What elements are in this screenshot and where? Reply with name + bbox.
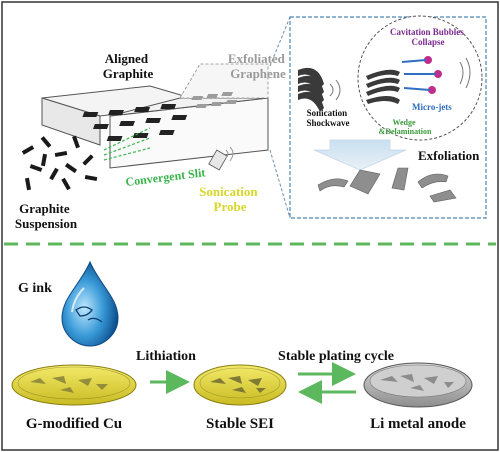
stable-sei-disc xyxy=(193,364,287,406)
graphite-suspension-label: Graphite Suspension xyxy=(15,201,78,231)
convergent-slit-label: Convergent Slit xyxy=(125,165,206,189)
graphite-suspension-flakes xyxy=(21,135,98,191)
sonication-shockwave-label: Sonication Shockwave xyxy=(306,108,349,128)
exfoliation-label: Exfoliation xyxy=(418,148,480,163)
g-modified-cu-disc xyxy=(11,364,137,406)
exfoliated-graphene-flakes xyxy=(191,92,238,108)
down-arrow xyxy=(313,139,407,171)
wave-arcs xyxy=(459,57,471,89)
aligned-graphite-label: Aligned Graphite xyxy=(103,51,154,81)
micro-jet-bursts xyxy=(401,56,442,94)
stable-plating-cycle-label: Stable plating cycle xyxy=(278,349,394,364)
wedge-label: Wedge &Delamination xyxy=(379,118,432,136)
cavitation-circle xyxy=(357,15,483,141)
graphite-stack-right xyxy=(366,69,400,104)
sonication-probe xyxy=(208,146,234,171)
li-metal-anode-label: Li metal anode xyxy=(370,416,466,432)
g-ink-label: G ink xyxy=(18,281,52,296)
exfoliation-zoom-box xyxy=(289,16,487,219)
convergent-slit-lines xyxy=(103,127,151,161)
exfoliated-sheets xyxy=(317,167,457,203)
g-modified-cu-label: G-modified Cu xyxy=(26,416,122,432)
shockwave-arcs xyxy=(329,79,341,101)
exfoliated-graphene-label: Exfoliated Graphene xyxy=(228,51,288,81)
droplet-flakes xyxy=(75,306,103,323)
graphite-stack-left xyxy=(298,67,324,112)
micro-jets-label: Micro-jets xyxy=(412,102,452,112)
exfoliation-device xyxy=(41,63,269,169)
li-metal-anode-disc xyxy=(363,362,473,408)
sonication-probe-label: Sonication Probe xyxy=(199,184,261,214)
stable-sei-label: Stable SEI xyxy=(206,416,274,432)
zoom-lines xyxy=(269,16,291,219)
ink-droplet xyxy=(61,260,119,347)
cavitation-label: Cavitation Bubbles Collapse xyxy=(390,27,466,47)
aligned-graphite-flakes xyxy=(82,104,188,141)
lithiation-label: Lithiation xyxy=(136,349,196,364)
